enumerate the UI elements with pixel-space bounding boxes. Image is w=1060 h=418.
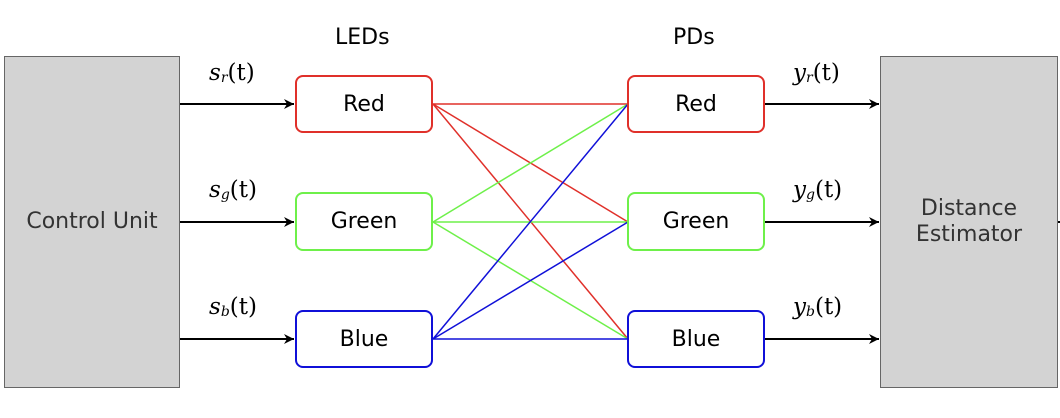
pd-red-label: Red [675, 91, 717, 117]
control-unit-label: Control Unit [26, 209, 158, 234]
link-blue-led-to-red-pd [432, 103, 629, 340]
pd-blue-label: Blue [671, 326, 721, 352]
link-blue-led-to-green-pd [432, 221, 629, 340]
signal-s-b: sb(t) [209, 294, 257, 320]
distance-estimator-label-line2: Estimator [915, 222, 1023, 247]
led-red-label: Red [343, 91, 385, 117]
control-unit-block: Control Unit [4, 56, 180, 388]
signal-y-r: yr(t) [793, 60, 840, 86]
led-blue-label: Blue [339, 326, 389, 352]
pds-heading: PDs [673, 25, 715, 50]
distance-estimator-block: Distance Estimator [880, 56, 1058, 388]
leds-heading: LEDs [335, 25, 390, 50]
pd-green-label: Green [662, 209, 730, 234]
signal-s-r: sr(t) [209, 60, 255, 86]
signal-s-g: sg(t) [209, 177, 257, 203]
signal-y-g: yg(t) [793, 177, 843, 203]
pd-green: Green [627, 192, 765, 251]
distance-estimator-label-line1: Distance [920, 196, 1018, 221]
pd-red: Red [627, 75, 765, 133]
link-green-led-to-red-pd [432, 103, 629, 223]
led-green-label: Green [330, 209, 398, 234]
led-green: Green [295, 192, 433, 251]
led-blue: Blue [295, 310, 433, 368]
led-red: Red [295, 75, 433, 133]
pd-blue: Blue [627, 310, 765, 368]
signal-y-b: yb(t) [793, 294, 843, 320]
